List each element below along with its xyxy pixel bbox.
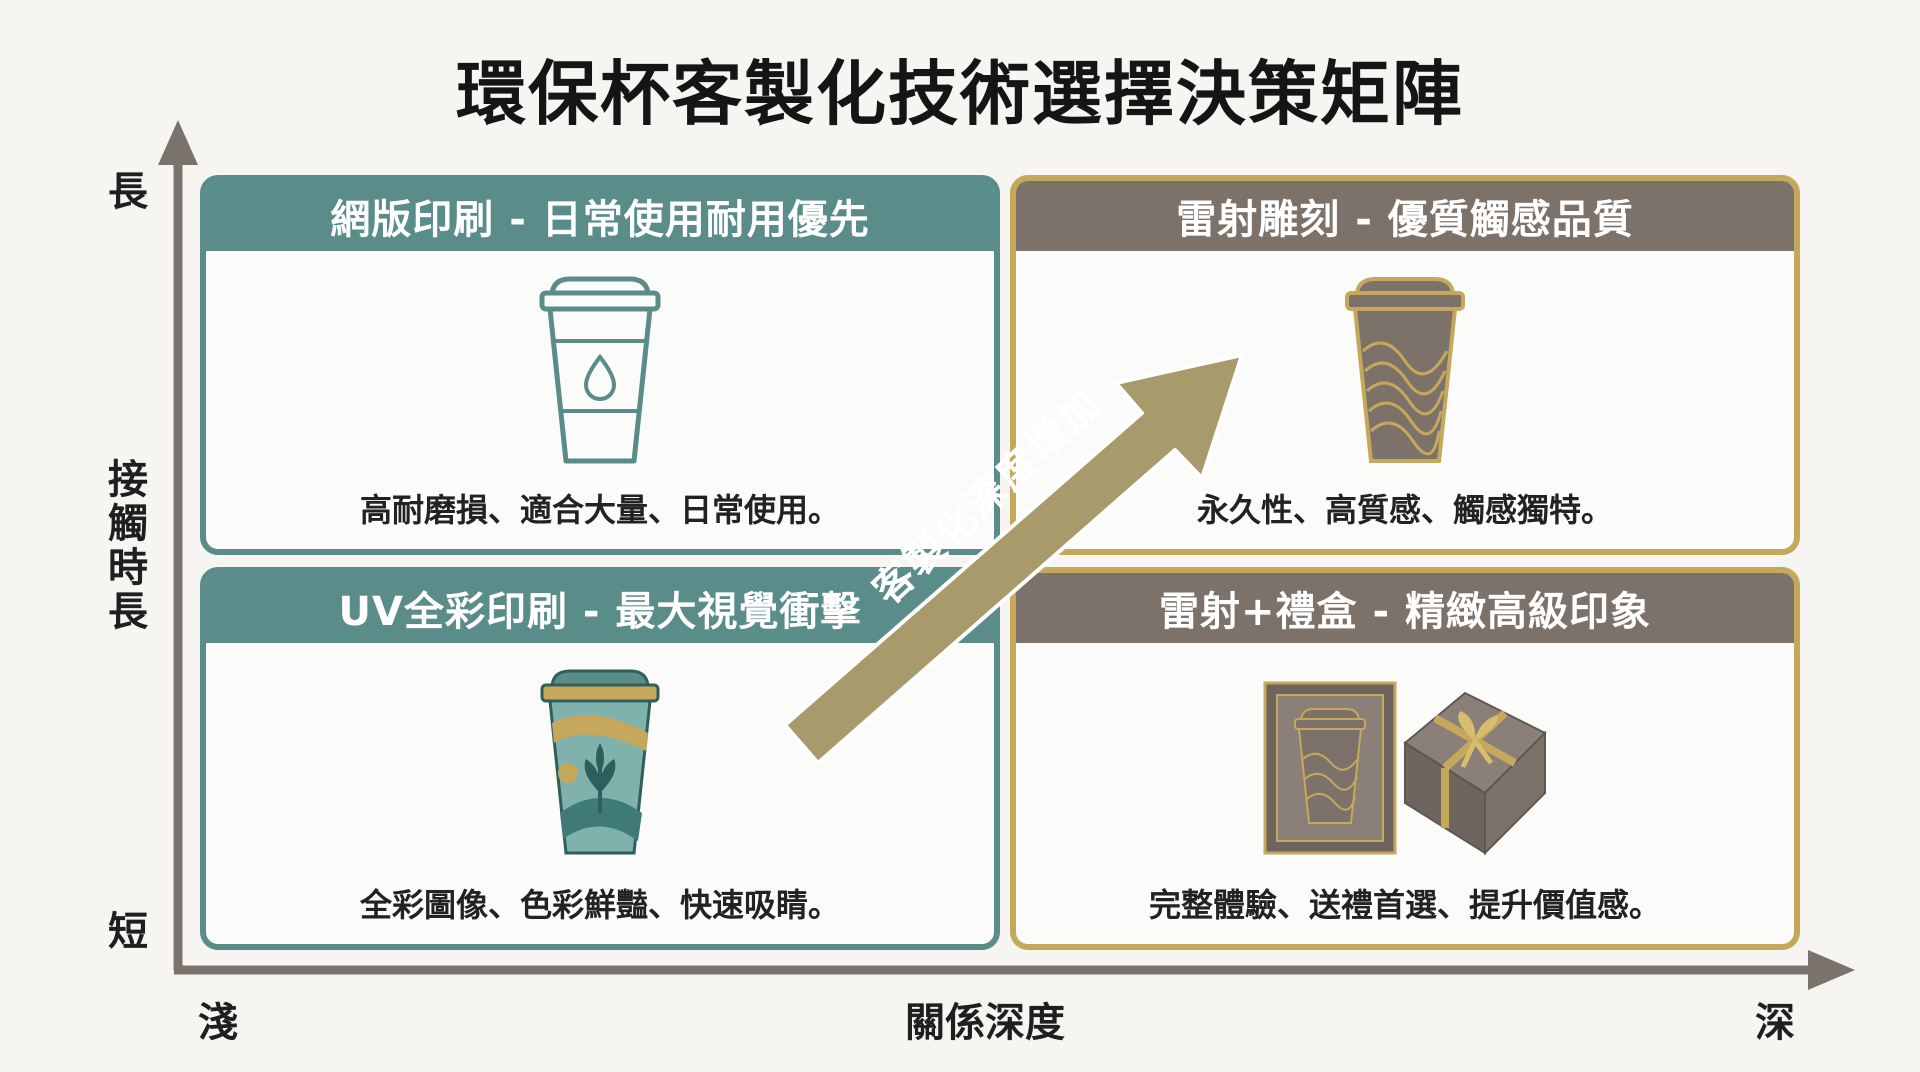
- colorful-cup-icon: [206, 663, 994, 883]
- quadrant-desc: 完整體驗、送禮首選、提升價值感。: [1148, 886, 1661, 924]
- page-title: 環保杯客製化技術選擇決策矩陣: [456, 53, 1464, 135]
- quadrant-title: 網版印刷 - 日常使用耐用優先: [206, 181, 994, 251]
- quadrant-screen-print: 網版印刷 - 日常使用耐用優先 高耐磨損、適合大量、日常使用。: [200, 175, 1000, 555]
- x-axis-right-label: 深: [1755, 1000, 1795, 1046]
- x-axis-left-label: 淺: [198, 1000, 238, 1046]
- outline-cup-water-drop-icon: [206, 271, 994, 491]
- quadrant-title: 雷射+禮盒 - 精緻高級印象: [1016, 573, 1794, 643]
- gift-box-cup-icon: [1016, 663, 1794, 883]
- y-axis-bottom-label: 短: [108, 909, 148, 955]
- quadrant-desc: 全彩圖像、色彩鮮豔、快速吸睛。: [359, 886, 840, 924]
- y-axis-arrowhead: [158, 120, 198, 165]
- y-axis-top-label: 長: [108, 169, 148, 215]
- y-axis-label-text: 接觸時長: [108, 457, 148, 635]
- x-axis-label: 關係深度: [905, 1000, 1065, 1046]
- quadrant-gift: 雷射+禮盒 - 精緻高級印象 完整體驗、送禮首選、提升價值感。: [1010, 567, 1800, 950]
- engraved-cup-icon: [1016, 271, 1794, 491]
- quadrant-desc: 永久性、高質感、觸感獨特。: [1196, 491, 1613, 529]
- quadrant-title: 雷射雕刻 - 優質觸感品質: [1016, 181, 1794, 251]
- quadrant-desc: 高耐磨損、適合大量、日常使用。: [359, 491, 840, 529]
- y-axis-label: 接觸時長: [98, 458, 158, 634]
- x-axis-arrowhead: [1808, 950, 1855, 990]
